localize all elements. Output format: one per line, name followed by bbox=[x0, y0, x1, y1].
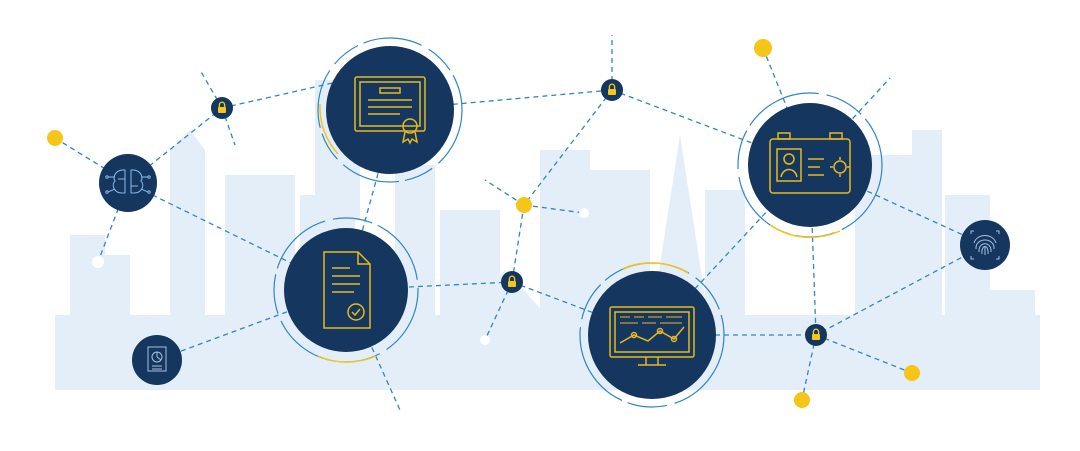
gold-node bbox=[47, 130, 63, 146]
white-node bbox=[579, 208, 589, 218]
document-node bbox=[273, 217, 419, 363]
report-node bbox=[132, 335, 182, 385]
fingerprint-node bbox=[960, 220, 1010, 270]
lock-node-4 bbox=[805, 324, 827, 346]
lock-icon bbox=[508, 281, 516, 287]
network-nodes bbox=[47, 39, 920, 408]
lock-node-2 bbox=[601, 79, 623, 101]
monitor-node bbox=[579, 262, 725, 408]
binary-pattern bbox=[620, 316, 682, 324]
id-card-gear-icon bbox=[769, 132, 851, 194]
gold-node bbox=[794, 392, 810, 408]
id-card-node bbox=[737, 92, 883, 239]
lock-node-1 bbox=[211, 97, 233, 119]
fingerprint-icon bbox=[970, 230, 1000, 260]
document-badge-icon bbox=[323, 251, 371, 329]
city-skyline bbox=[55, 80, 1040, 390]
white-node bbox=[92, 256, 104, 268]
lock-icon bbox=[608, 89, 616, 95]
brain-node bbox=[99, 154, 157, 212]
monitor-data-icon bbox=[609, 306, 695, 366]
lock-node-3 bbox=[501, 271, 523, 293]
gold-node bbox=[516, 197, 532, 213]
white-node bbox=[480, 335, 490, 345]
chart-document-icon bbox=[147, 346, 167, 372]
gold-node bbox=[754, 39, 772, 57]
certificate-node bbox=[317, 37, 463, 183]
lock-icon bbox=[218, 107, 226, 113]
brain-circuit-icon bbox=[105, 169, 151, 194]
lock-icon bbox=[812, 334, 820, 340]
certificate-icon bbox=[354, 76, 426, 145]
gold-node bbox=[904, 365, 920, 381]
